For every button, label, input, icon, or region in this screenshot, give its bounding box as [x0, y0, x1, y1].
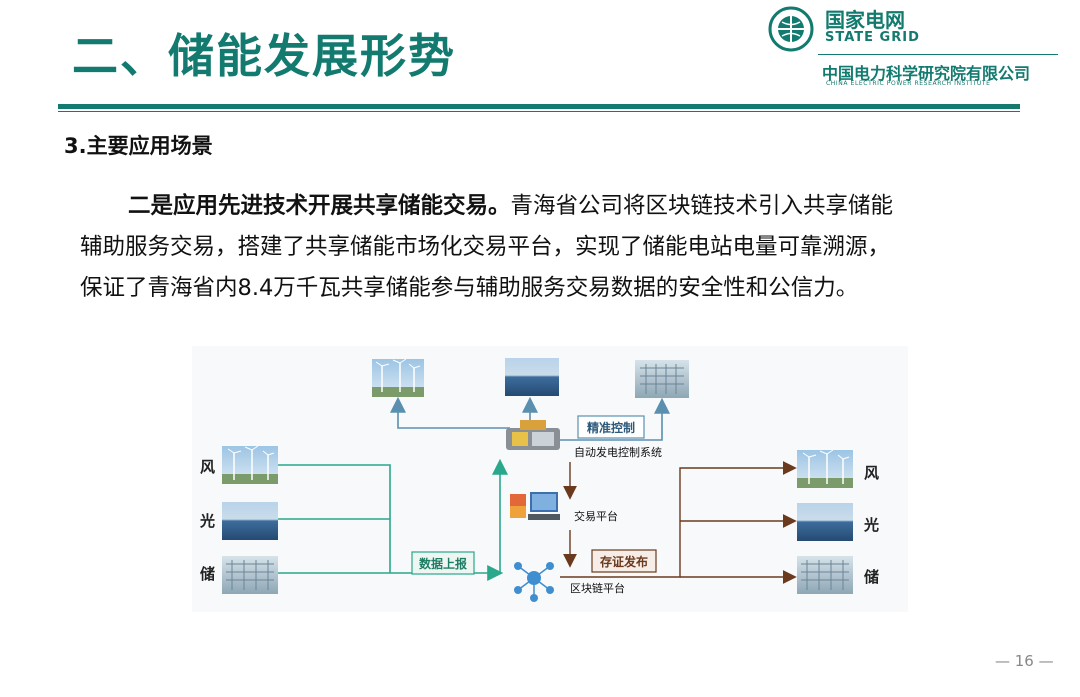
paragraph-line-1-rest: 青海省公司将区块链技术引入共享储能: [510, 193, 894, 219]
right-storage-image: [797, 556, 853, 594]
globe-icon: [768, 6, 814, 52]
evidence-publish-label: 存证发布: [599, 554, 648, 569]
right-wind-image: [797, 449, 853, 488]
header-rule: [58, 104, 1020, 109]
arrow-publish-to-wind: [560, 461, 797, 578]
arrow-wind-to-report: [278, 464, 391, 573]
right-label-wind: 风: [864, 464, 879, 482]
right-solar-image: [797, 503, 853, 541]
institute-name: 中国电力科学研究院有限公司: [822, 64, 1031, 83]
paragraph-line-3: 保证了青海省内8.4万千瓦共享储能参与辅助服务交易数据的安全性和公信力。: [80, 275, 859, 301]
server-icon: [506, 420, 560, 450]
paragraph-line-1: 二是应用先进技术开展共享储能交易。青海省公司将区块链技术引入共享储能: [128, 186, 1078, 227]
top-storage-image: [635, 360, 689, 398]
arrow-control-to-storage: [560, 397, 670, 441]
data-report-box: [411, 551, 475, 575]
data-report-label: 数据上报: [419, 556, 467, 571]
logo-divider: [818, 54, 1058, 55]
paragraph-lead: 二是应用先进技术开展共享储能交易。: [128, 193, 511, 219]
arrow-control-to-wind: [390, 396, 510, 429]
logo-text-cn: 国家电网: [825, 8, 905, 32]
institute-name-en: CHINA ELECTRIC POWER RESEARCH INSTITUTE: [826, 80, 991, 87]
evidence-publish-box: [591, 549, 657, 573]
top-solar-image: [505, 358, 559, 396]
page-title: 二、储能发展形势: [72, 29, 456, 83]
state-grid-logo: [768, 6, 814, 52]
top-wind-image: [372, 358, 424, 397]
paragraph-line-2: 辅助服务交易，搭建了共享储能市场化交易平台，实现了储能电站电量可靠溯源，: [80, 234, 891, 260]
header-rule-thin: [58, 111, 1020, 112]
left-label-solar: 光: [199, 512, 215, 530]
left-label-storage: 储: [200, 565, 215, 583]
blockchain-platform-label: 区块链平台: [570, 581, 625, 595]
right-label-solar: 光: [863, 516, 879, 534]
blockchain-network-icon: [514, 562, 554, 602]
trading-platform-label: 交易平台: [574, 509, 618, 523]
left-storage-image: [222, 556, 278, 594]
right-label-storage: 储: [864, 568, 879, 586]
logo-text-en: STATE GRID: [825, 30, 920, 45]
section-subtitle: 3.主要应用场景: [64, 134, 213, 158]
trading-computer-icon: [510, 492, 560, 520]
left-wind-image: [222, 445, 278, 484]
left-label-wind: 风: [200, 458, 215, 476]
precise-control-label: 精准控制: [587, 420, 635, 435]
left-solar-image: [222, 502, 278, 540]
agc-label: 自动发电控制系统: [574, 445, 662, 459]
page-number: — 16 —: [995, 652, 1054, 670]
precise-control-box: [577, 415, 645, 439]
